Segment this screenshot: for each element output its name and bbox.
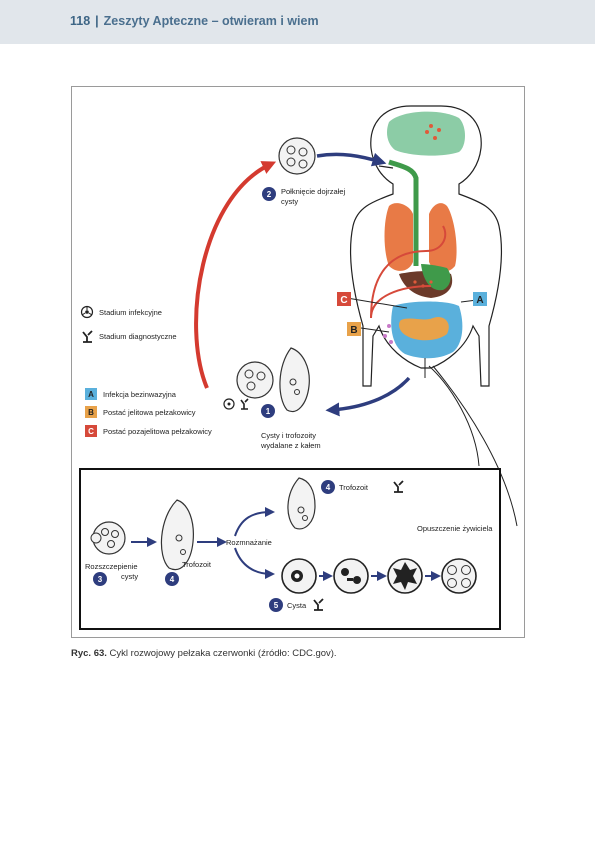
step-1-label-2: wydalane z kałem [260,441,321,450]
step-2-number: 2 [267,190,272,199]
legend-c-text: Postać pozajelitowa pełzakowicy [103,427,212,436]
step-3-label-2: cysty [121,572,138,581]
running-head: 118 | Zeszyty Apteczne – otwieram i wiem [70,14,319,28]
step-2-label-2: cysty [281,197,298,206]
life-cycle-diagram: C B A 2 Połknięcie dojrzałej cysty 1 Cys… [71,86,525,638]
figure-caption: Ryc. 63. Cykl rozwojowy pełzaka czerwonk… [71,648,337,659]
header-separator: | [95,14,99,28]
mature-cyst-top [279,138,315,174]
page-header: 118 | Zeszyty Apteczne – otwieram i wiem [0,0,595,44]
trophozoite-middle-label: Trofozoit [182,560,212,569]
body-tag-a-label: A [476,295,483,306]
trophozoite-top-label: Trofozoit [339,483,369,492]
path-to-box-1 [429,366,479,466]
page-number: 118 [70,14,90,28]
step-2-label-1: Połknięcie dojrzałej [281,187,346,196]
legend-a-text: Infekcja bezinwazyjna [103,390,177,399]
step-3-number: 3 [98,575,103,584]
cyst-stage-2 [334,559,368,593]
legend-infective-label: Stadium infekcyjne [99,308,162,317]
legend-c-letter: C [88,427,94,436]
lung-left [385,203,414,271]
body-tag-c-label: C [340,295,347,306]
multiplication-label: Rozmnażanie [226,538,272,547]
legend-diagnostic-label: Stadium diagnostyczne [99,332,177,341]
step-1-number: 1 [266,407,271,416]
step-5-number: 5 [274,601,279,610]
infective-stage-icon [224,399,234,409]
cyst-stage-4 [442,559,476,593]
caption-text: Cykl rozwojowy pełzaka czerwonki (źródło… [107,648,337,659]
red-cycle-arrow [196,164,271,388]
legend-b-letter: B [88,408,94,417]
running-head-title: Zeszyty Apteczne – otwieram i wiem [104,14,319,28]
human-body-figure [351,106,517,526]
ingestion-arrow [317,154,381,162]
diagnostic-stage-icon [241,399,248,409]
cyst-stage-3 [388,559,422,593]
cyst-and-trophozoite [237,348,309,412]
step-3-label-1: Rozszczepienie [85,562,138,571]
cyst-stage-1 [282,559,316,593]
legend-a-letter: A [88,390,94,399]
cyst-label: Cysta [287,601,307,610]
step-4-number-top: 4 [326,483,331,492]
legend-b-text: Postać jelitowa pełzakowicy [103,408,196,417]
step-4-number-lower: 4 [170,575,175,584]
step-1-label-1: Cysty i trofozoity [261,431,316,440]
diagnostic-legend-icon [83,331,92,342]
caption-label: Ryc. 63. [71,648,107,659]
infective-legend-icon [82,307,93,318]
body-tag-b-label: B [350,325,357,336]
leaving-host-label: Opuszczenie żywiciela [417,524,493,533]
